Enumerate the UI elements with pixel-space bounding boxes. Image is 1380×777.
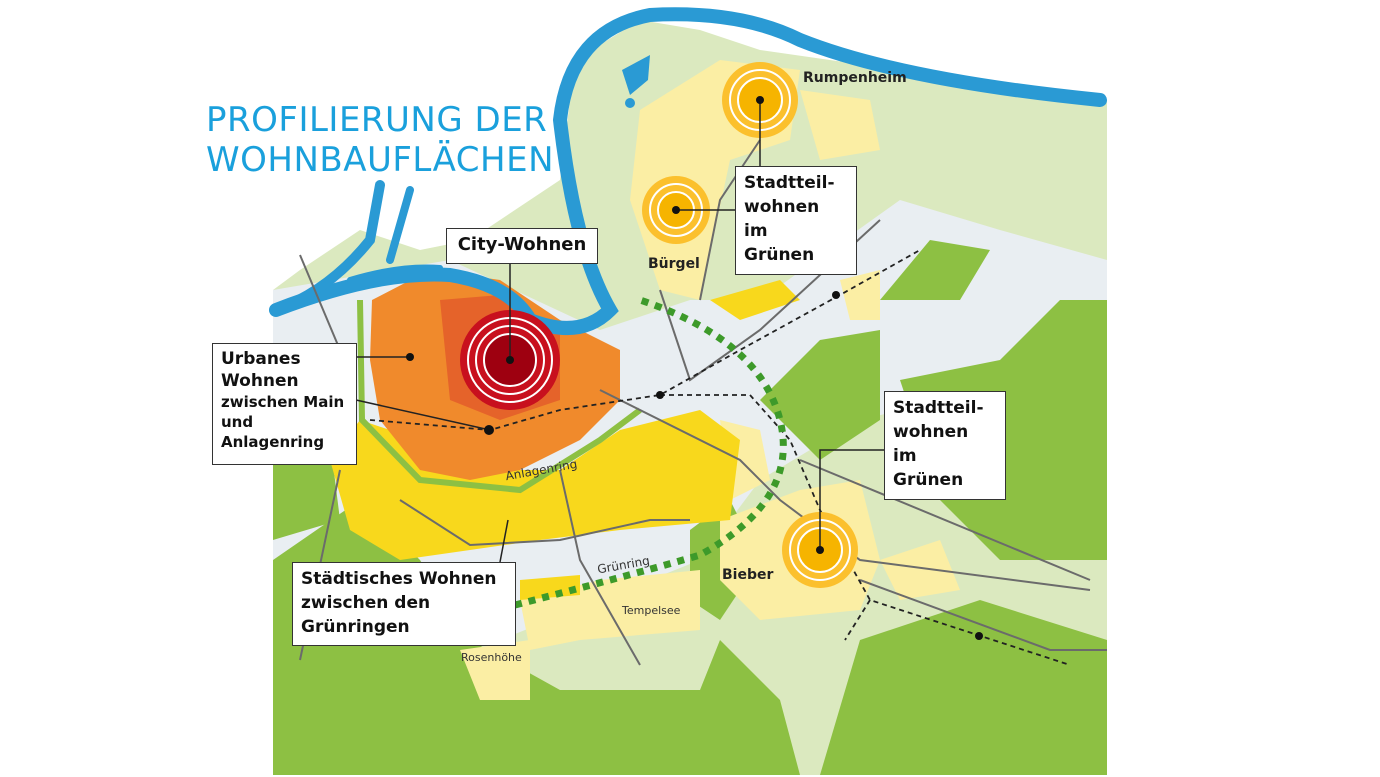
stadtteil-north-line-2: wohnen: [744, 197, 820, 217]
stadtteil-east-line-4: Grünen: [893, 470, 964, 490]
title-line-2: WOHNBAUFLÄCHEN: [206, 140, 555, 180]
urbanes-line-3: zwischen Main: [221, 393, 345, 411]
label-urbanes-wohnen: Urbanes Wohnen zwischen Main und Anlagen…: [212, 343, 357, 465]
map-title: PROFILIERUNG DER WOHNBAUFLÄCHEN: [206, 100, 554, 180]
label-stadtteil-north: Stadtteil- wohnen im Grünen: [735, 166, 857, 275]
roads: [299, 139, 1107, 666]
place-buergel: Bürgel: [648, 256, 700, 272]
stadtteil-north-line-1: Stadtteil-: [744, 173, 835, 193]
place-rosenhoehe: Rosenhöhe: [461, 651, 522, 664]
gruenring: [514, 296, 787, 609]
leader-lines: [355, 100, 885, 563]
stadtteil-east-line-2: wohnen: [893, 422, 969, 442]
lakes: [622, 55, 650, 108]
label-stadtteil-east: Stadtteil- wohnen im Grünen: [884, 391, 1006, 500]
place-rumpenheim: Rumpenheim: [803, 70, 907, 86]
place-bieber: Bieber: [722, 567, 774, 583]
stadtteil-east-line-3: im: [893, 446, 917, 466]
city-wohnen-text: City-Wohnen: [457, 234, 587, 255]
marker-dots: [406, 96, 983, 640]
staedtisches-line-3: Grünringen: [301, 617, 410, 637]
urbanes-line-1: Urbanes: [221, 349, 301, 369]
title-line-1: PROFILIERUNG DER: [206, 100, 548, 140]
staedtisches-line-1: Städtisches Wohnen: [301, 569, 497, 589]
stadtteil-north-line-3: im: [744, 221, 768, 241]
label-city-wohnen: City-Wohnen: [446, 228, 598, 264]
urbanes-line-4: und: [221, 413, 254, 431]
stadtteil-east-line-1: Stadtteil-: [893, 398, 984, 418]
stadtteil-north-line-4: Grünen: [744, 245, 815, 265]
staedtisches-line-2: zwischen den: [301, 593, 431, 613]
urbanes-line-2: Wohnen: [221, 371, 299, 391]
urbanes-line-5: Anlagenring: [221, 433, 325, 451]
river-main: [269, 7, 1107, 335]
place-tempelsee: Tempelsee: [622, 604, 681, 617]
anlagenring-green: [357, 299, 642, 494]
label-staedtisches-wohnen: Städtisches Wohnen zwischen den Grünring…: [292, 562, 516, 646]
